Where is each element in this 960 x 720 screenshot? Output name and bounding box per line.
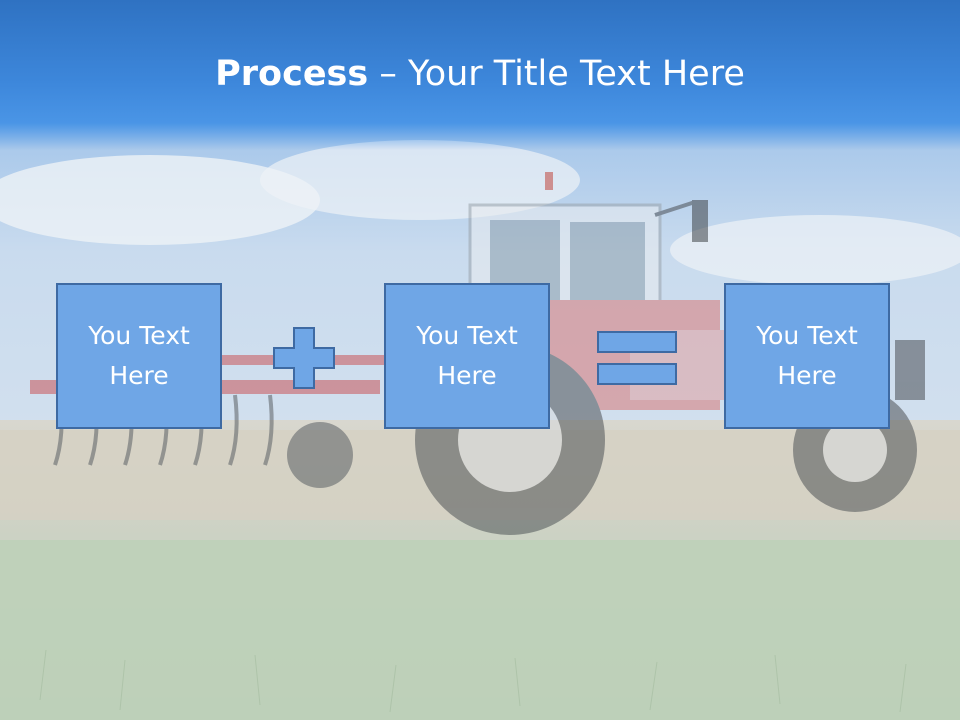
process-box-2[interactable]: You Text Here bbox=[384, 283, 550, 429]
process-box-2-text: You Text Here bbox=[416, 321, 518, 390]
process-box-3-text: You Text Here bbox=[756, 321, 858, 390]
process-box-1[interactable]: You Text Here bbox=[56, 283, 222, 429]
header-band bbox=[0, 0, 960, 150]
slide-title: Process – Your Title Text Here bbox=[0, 50, 960, 98]
title-bold: Process bbox=[215, 54, 369, 94]
plus-icon bbox=[273, 327, 335, 389]
equals-icon bbox=[597, 331, 677, 385]
process-box-3[interactable]: You Text Here bbox=[724, 283, 890, 429]
process-box-1-text: You Text Here bbox=[88, 321, 190, 390]
title-rest: – Your Title Text Here bbox=[368, 54, 745, 94]
